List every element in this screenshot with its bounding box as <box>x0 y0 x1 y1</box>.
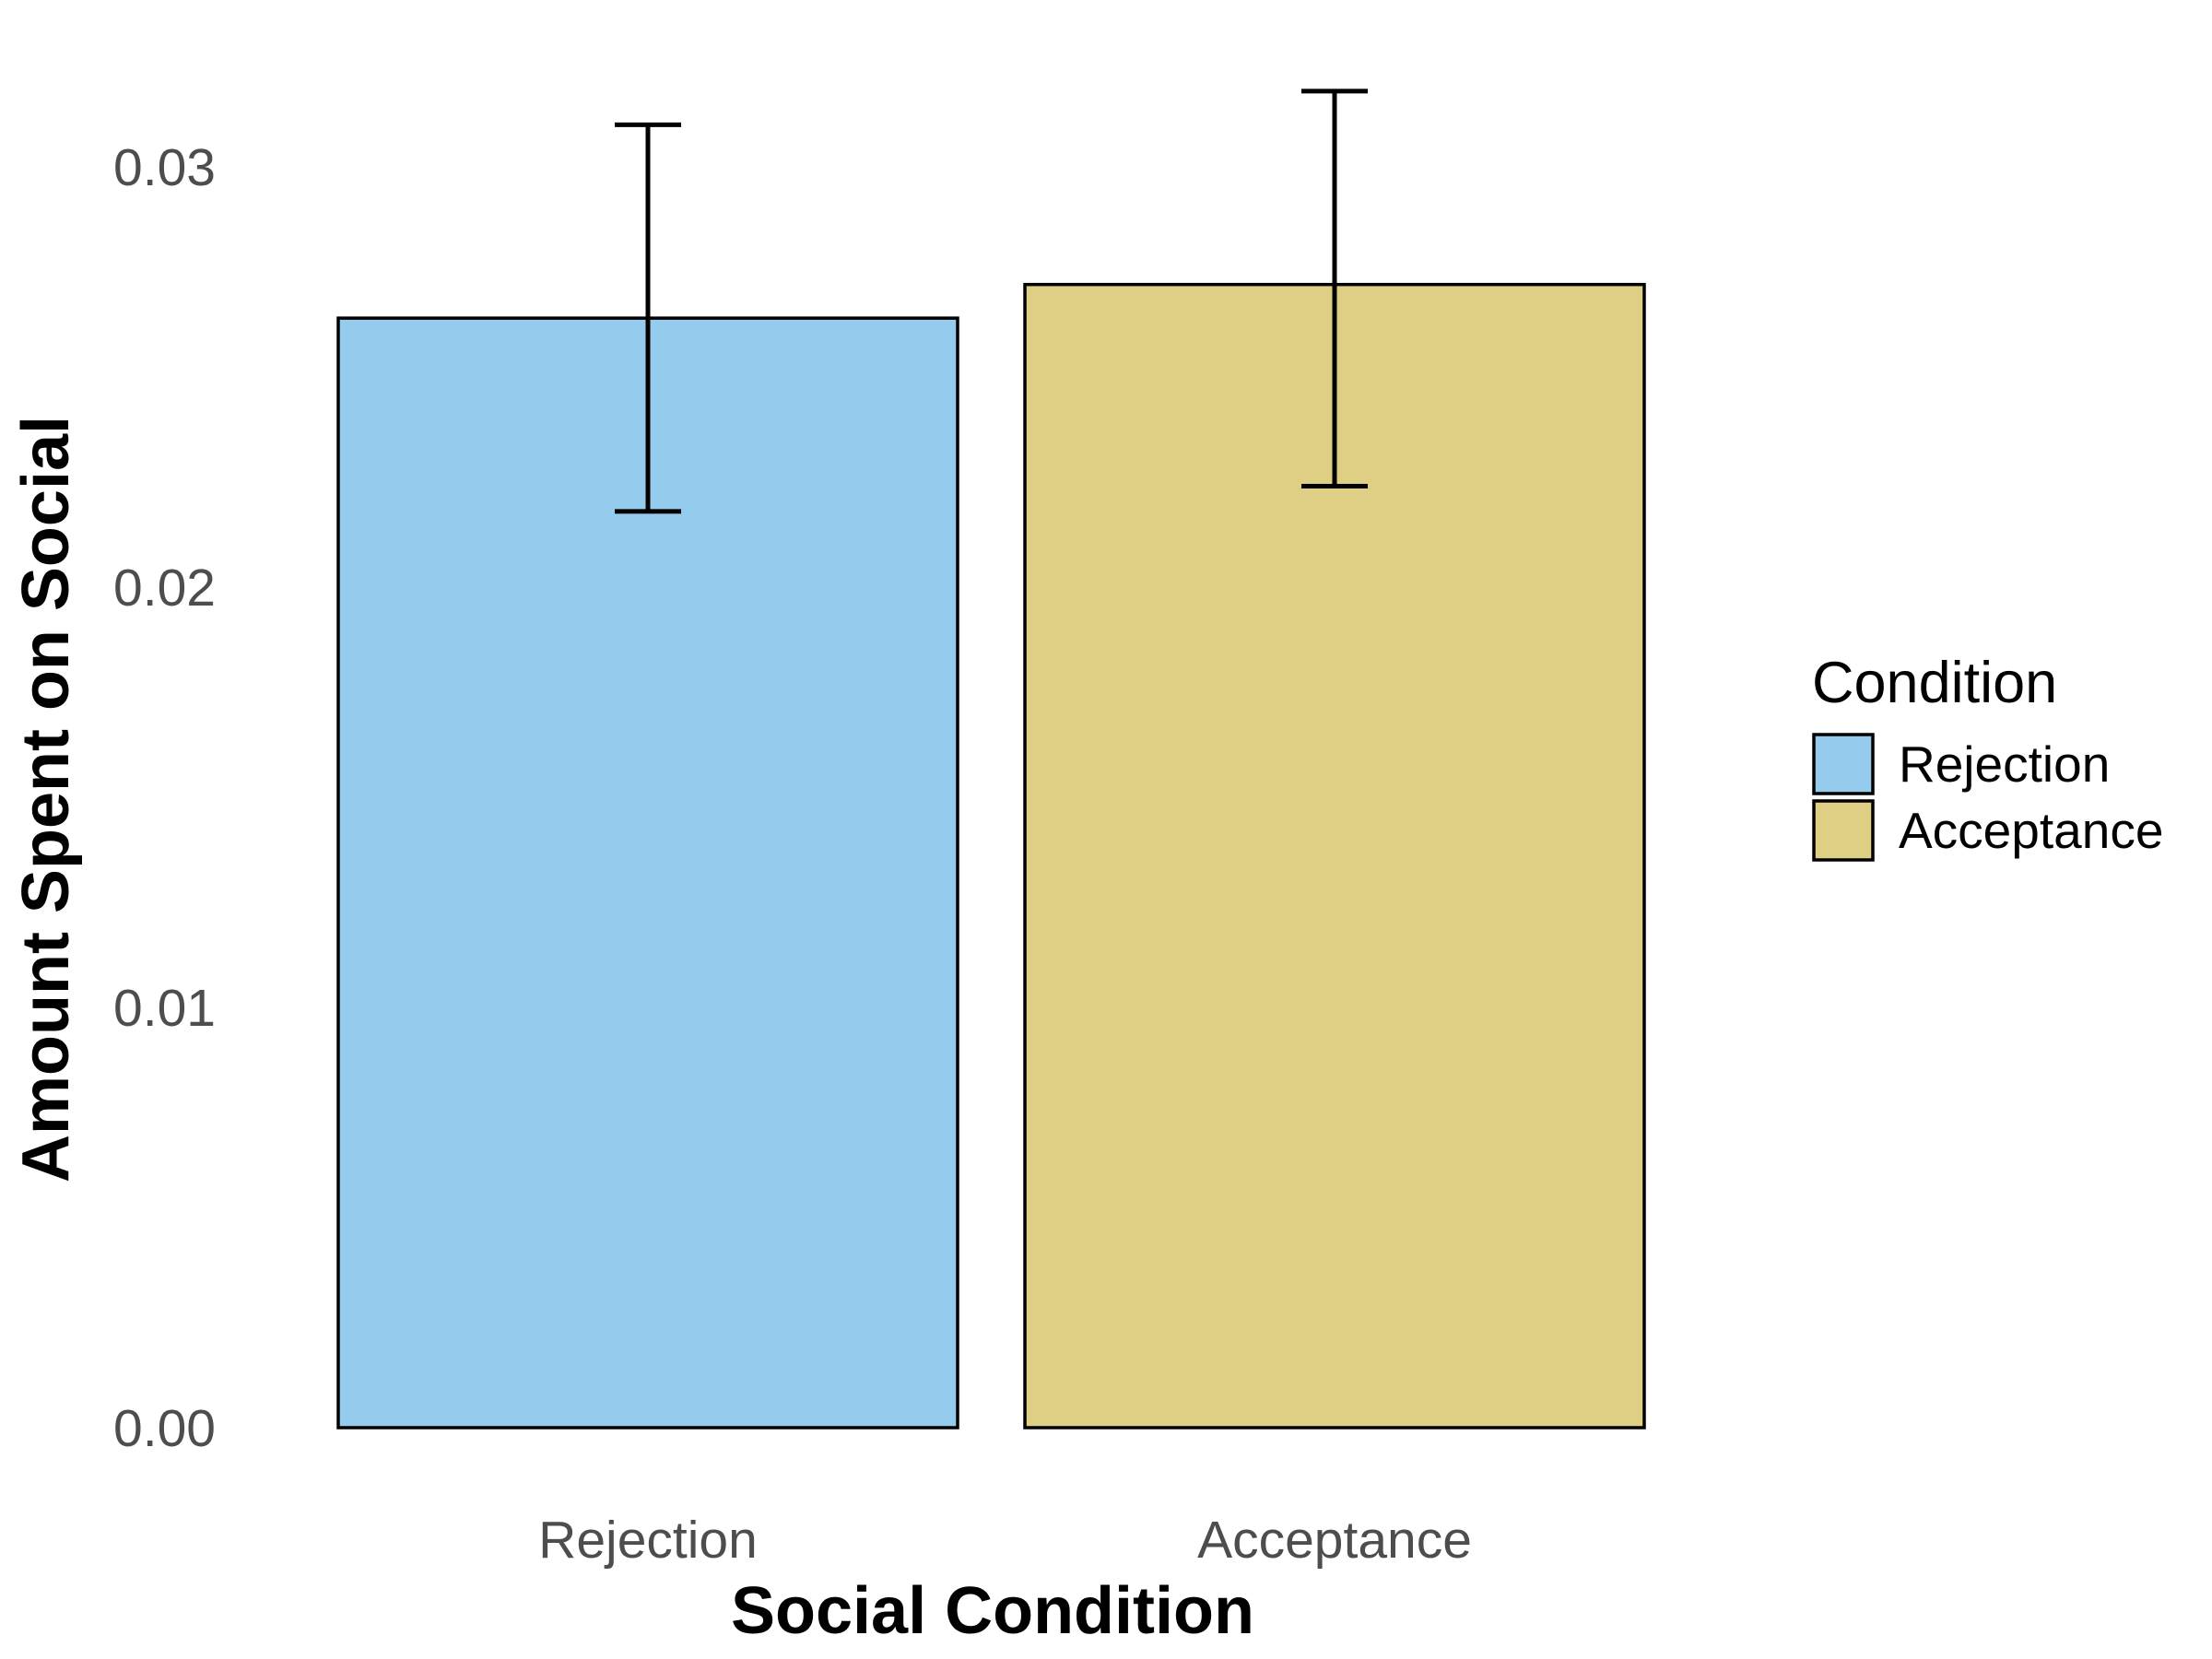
error-bar-acceptance <box>1301 88 1368 489</box>
y-tick-label: 0.03 <box>113 138 216 197</box>
x-tick-label-acceptance: Acceptance <box>1197 1511 1472 1570</box>
plot-area <box>336 88 1646 1430</box>
y-axis-ticks: 0.00 0.01 0.02 0.03 <box>113 138 216 1458</box>
legend-title: Condition <box>1812 651 2057 715</box>
legend-label-acceptance: Acceptance <box>1899 802 2163 859</box>
x-axis-ticks: Rejection Acceptance <box>538 1511 1472 1570</box>
y-tick-label: 0.00 <box>113 1399 216 1458</box>
legend-swatch-rejection <box>1812 733 1875 795</box>
y-tick-label: 0.01 <box>113 979 216 1038</box>
x-tick-label-rejection: Rejection <box>538 1511 758 1570</box>
y-tick-label: 0.02 <box>113 559 216 618</box>
error-bar-rejection <box>615 122 681 514</box>
y-axis-title: Amount Spent on Social <box>9 416 83 1182</box>
legend-swatch-acceptance <box>1812 799 1875 862</box>
legend-label-rejection: Rejection <box>1899 735 2110 793</box>
x-axis-title: Social Condition <box>731 1574 1254 1648</box>
